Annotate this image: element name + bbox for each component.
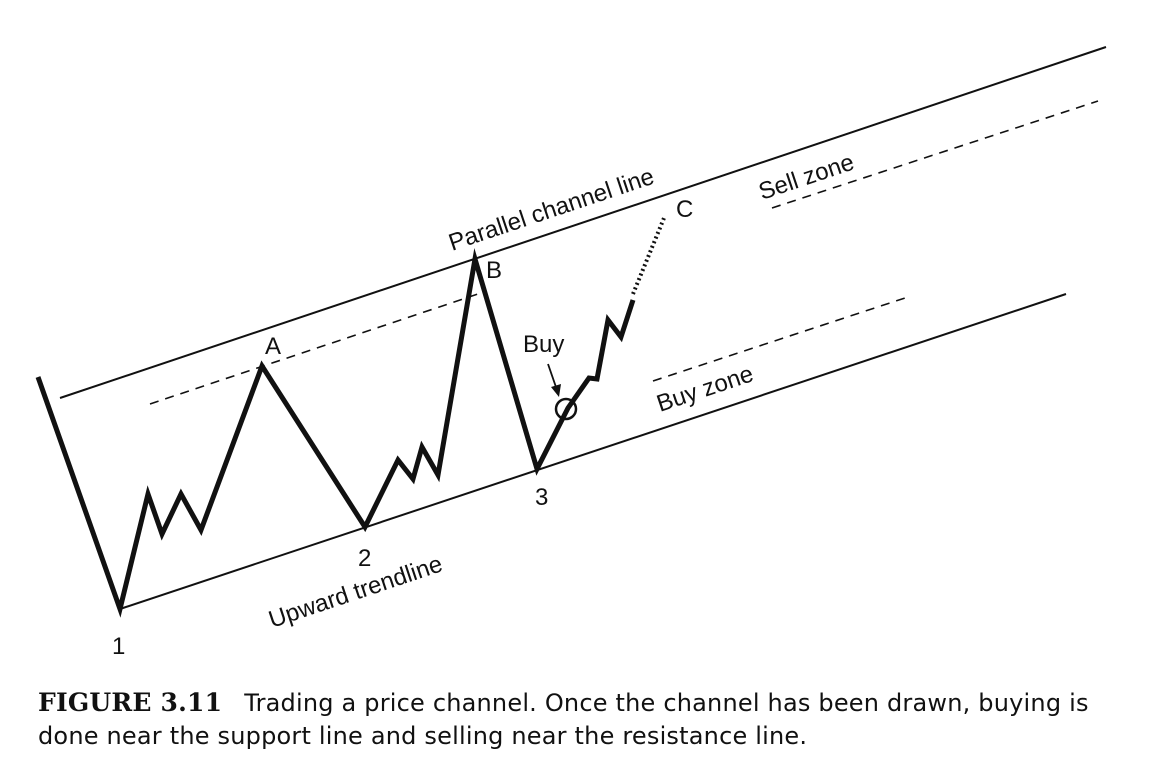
buy-zone-dashed-line [652, 296, 909, 382]
buy-label: Buy [523, 331, 564, 358]
buy-arrow-head [551, 384, 561, 397]
dashed-line-a [149, 293, 479, 405]
figure-number: FIGURE 3.11 [38, 688, 223, 717]
parallel-channel-line-label: Parallel channel line [445, 163, 657, 257]
buy-zone-label: Buy zone [653, 360, 756, 417]
parallel-channel-line [59, 46, 1107, 399]
price-path [35, 247, 636, 618]
buy-point-marker [554, 397, 578, 421]
sell-zone-dashed-line [771, 100, 1099, 209]
point-a-label: A [265, 333, 281, 360]
price-channel-diagram: Parallel channel line Upward trendline S… [35, 46, 1107, 660]
point-2-label: 2 [358, 545, 371, 572]
point-b-label: B [486, 257, 502, 284]
point-1-label: 1 [112, 633, 125, 660]
point-3-label: 3 [535, 484, 548, 511]
caption-text: Trading a price channel. Once the channe… [38, 689, 1089, 750]
upward-trendline-label: Upward trendline [265, 551, 446, 634]
upward-trendline [119, 293, 1067, 610]
point-c-label: C [676, 196, 693, 223]
projected-path [631, 217, 666, 295]
